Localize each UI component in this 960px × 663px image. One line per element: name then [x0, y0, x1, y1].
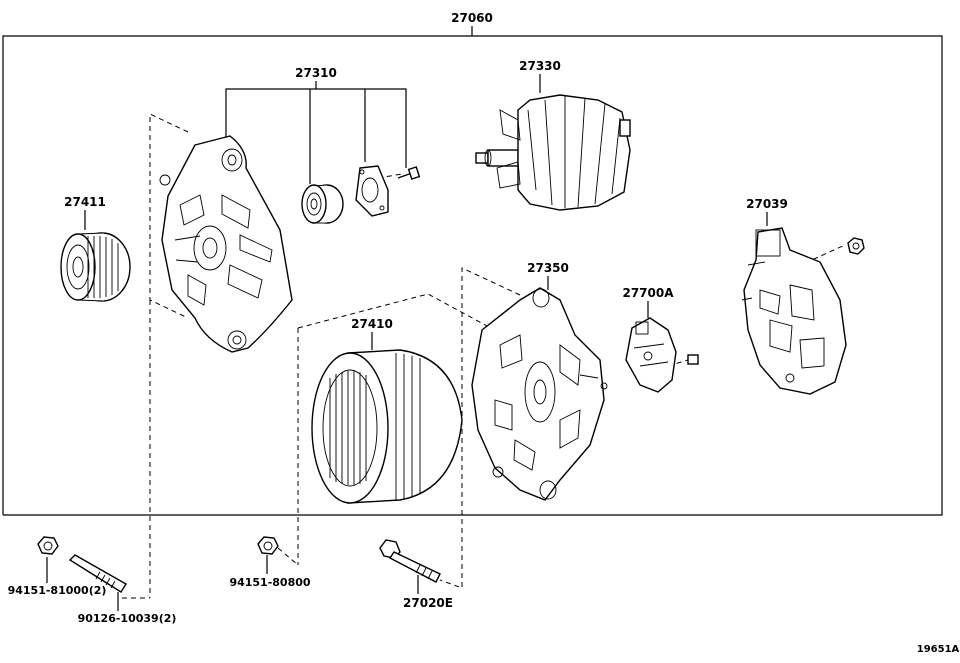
- label-pulley: 27411: [64, 195, 106, 209]
- rotor-part: [475, 94, 631, 211]
- bearing-part: [301, 184, 344, 224]
- label-rear-frame: 27350: [527, 261, 569, 275]
- label-assembly: 27060: [451, 11, 493, 25]
- retainer-plate-part: [355, 165, 389, 217]
- assembly-frame: [2, 26, 943, 516]
- label-stator: 27410: [351, 317, 393, 331]
- front-housing-part: [159, 135, 293, 353]
- rectifier-holder-part: [741, 227, 847, 395]
- label-rectifier-holder: 27039: [746, 197, 788, 211]
- rear-frame-part: [471, 287, 608, 501]
- label-nut-small: 94151-81000(2): [8, 584, 107, 597]
- label-rotor: 27330: [519, 59, 561, 73]
- label-stud-bolt: 90126-10039(2): [78, 612, 177, 625]
- leader-lines: [46, 74, 768, 611]
- label-nut-mid: 94151-80800: [229, 576, 310, 589]
- stud-bolt-part: [68, 554, 127, 593]
- label-bolt: 27020E: [403, 596, 453, 610]
- nut-mid-part: [257, 536, 279, 555]
- figure-code: 19651A: [917, 644, 960, 655]
- nut-right-part: [847, 237, 865, 255]
- pulley-part: [60, 232, 131, 302]
- label-regulator: 27700A: [622, 286, 674, 300]
- regulator-part: [625, 317, 699, 393]
- label-housing-bearing-kit: 27310: [295, 66, 337, 80]
- stator-part: [311, 349, 463, 504]
- bolt-part: [379, 539, 441, 583]
- screw-part: [397, 166, 421, 180]
- nut-small-part: [37, 536, 59, 555]
